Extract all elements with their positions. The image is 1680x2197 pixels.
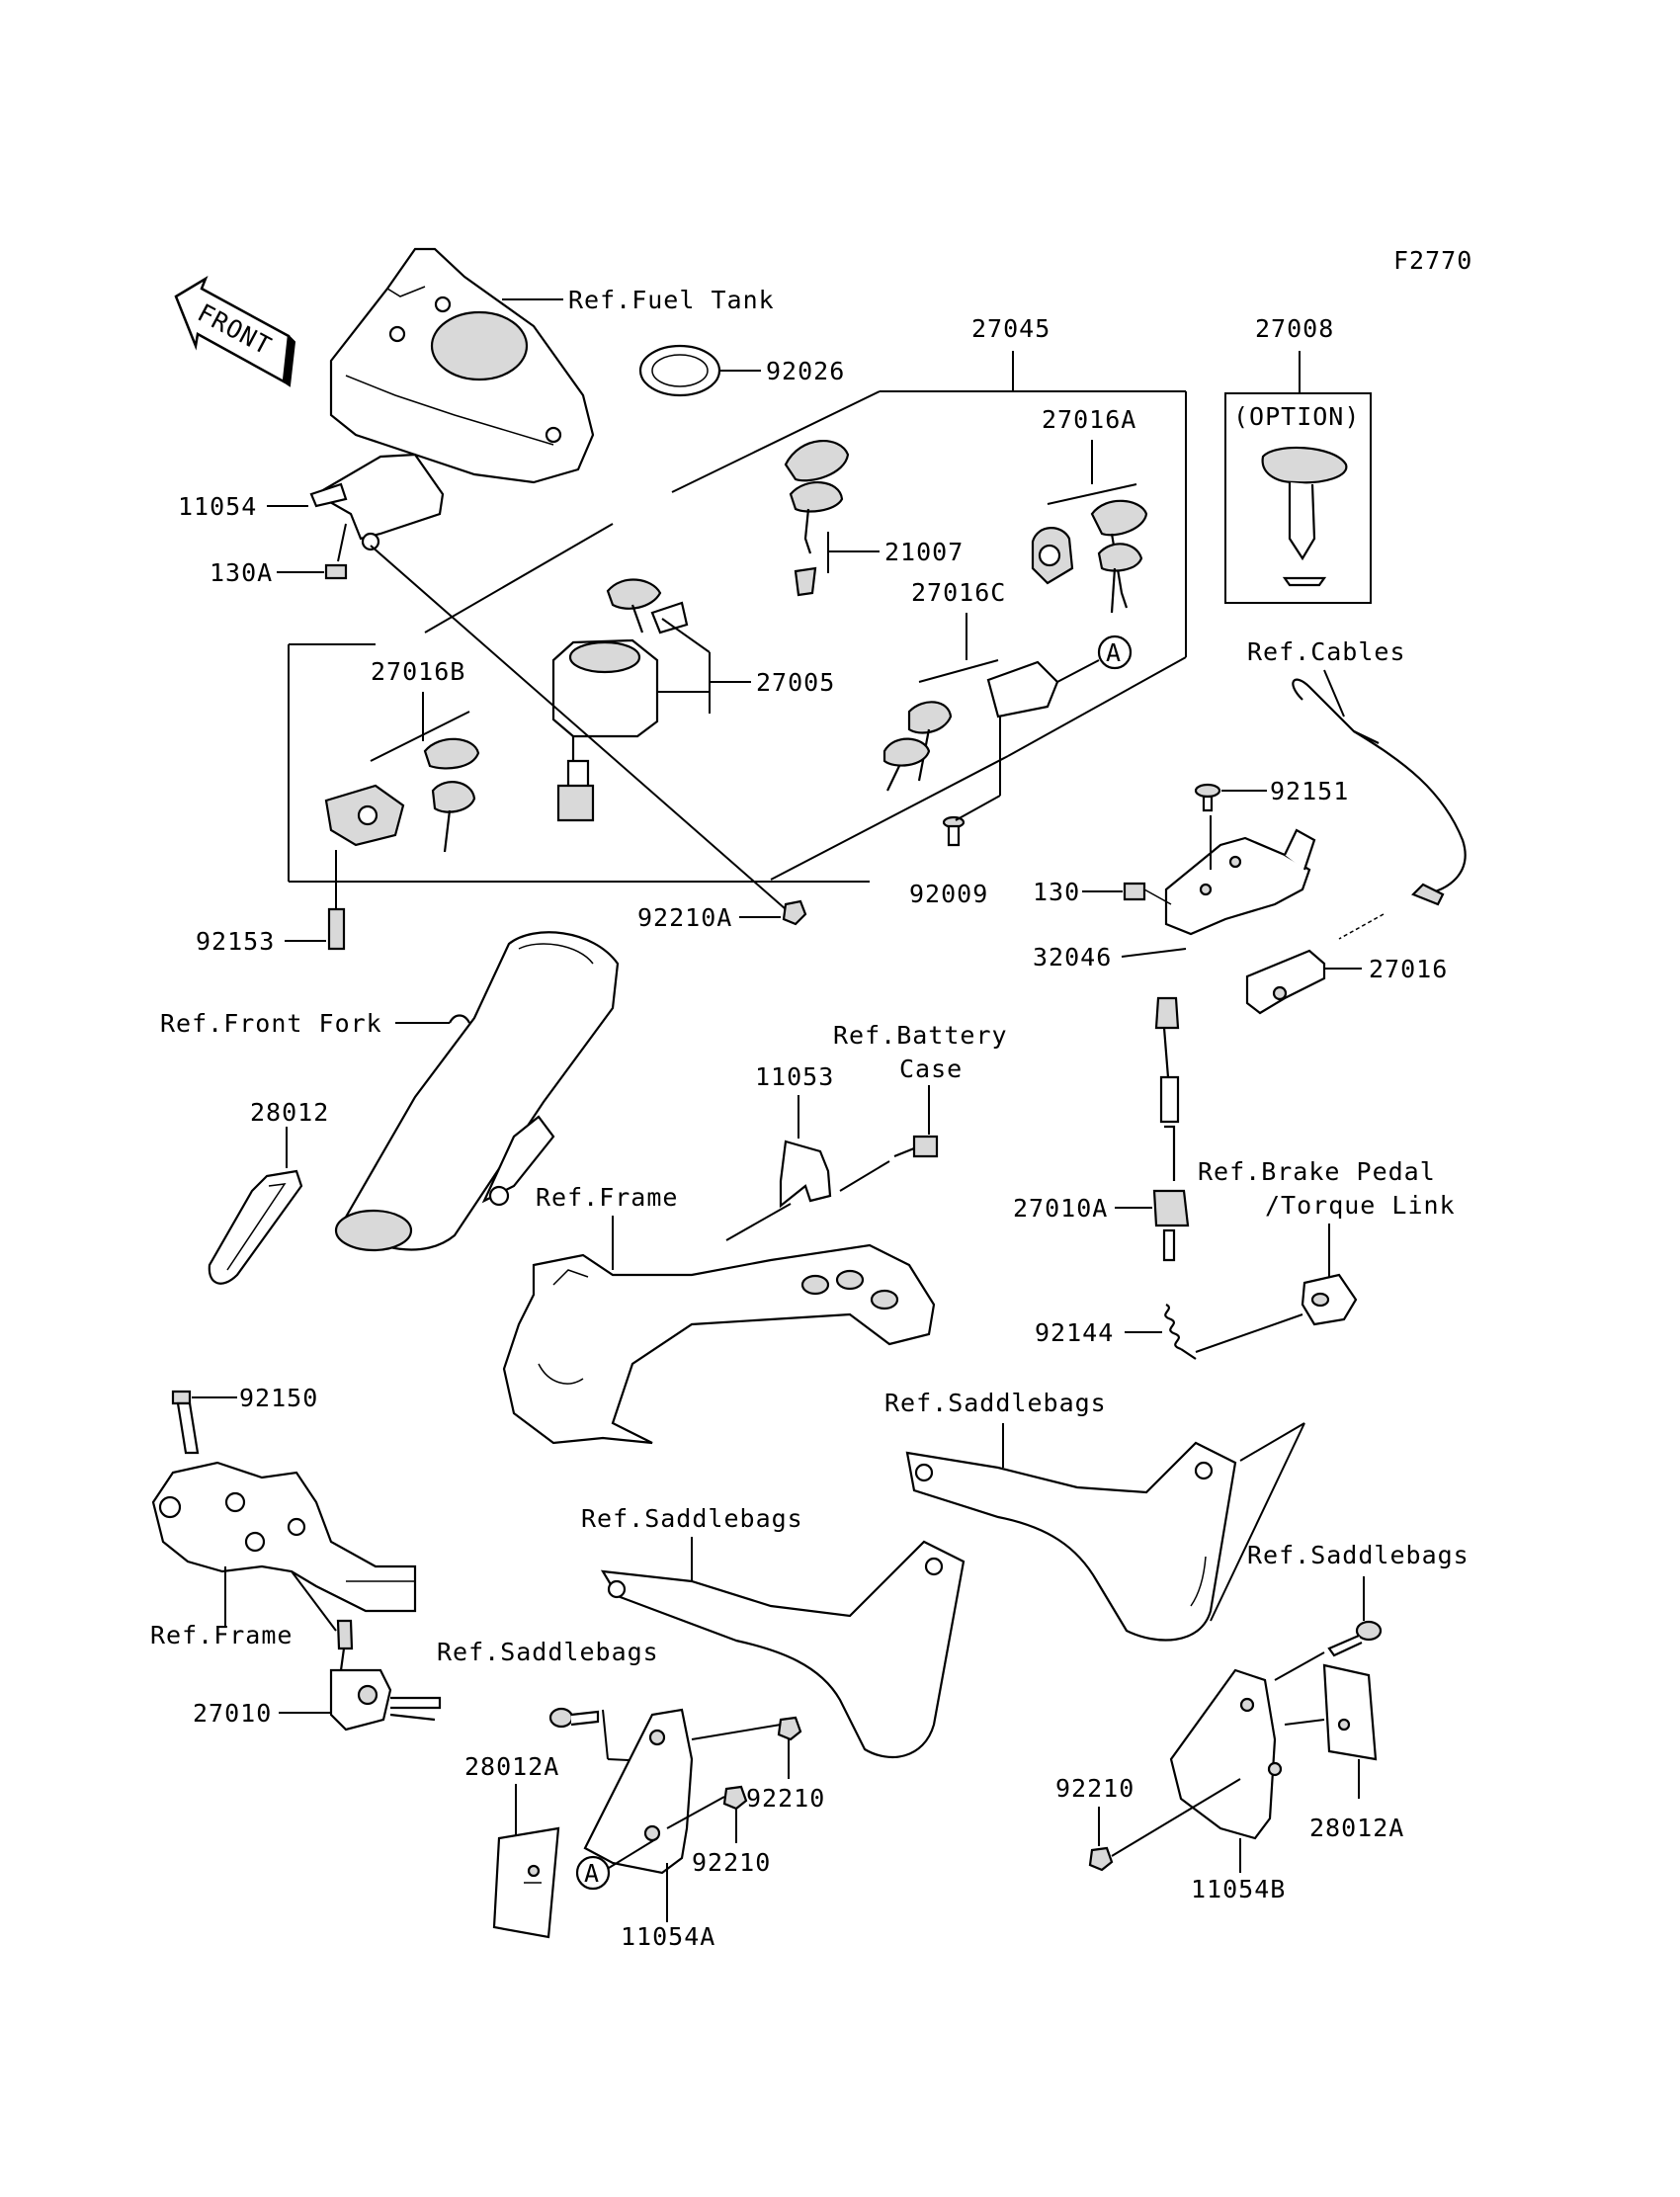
label-ref-frame-2: Ref.Frame (150, 1621, 293, 1649)
label-11054: 11054 (178, 492, 257, 521)
label-ref-saddlebags-1: Ref.Saddlebags (884, 1389, 1107, 1417)
label-11054B: 11054B (1191, 1875, 1286, 1903)
callout-a-top-label: A (1106, 638, 1122, 667)
nut-92210-c-part (1088, 1846, 1114, 1872)
label-ref-brake-pedal-2: /Torque Link (1265, 1191, 1456, 1220)
bracket-11054B-part (1169, 1668, 1283, 1840)
label-92210A: 92210A (637, 903, 732, 932)
screw-92151-part (1194, 783, 1221, 812)
fuel-tank-cover-part (329, 247, 595, 484)
spring-92144-part (1164, 1304, 1197, 1360)
bracket-11054A-part (583, 1708, 694, 1875)
saddlebag-support-middle-reference-part (600, 1540, 966, 1759)
label-130A: 130A (210, 558, 273, 587)
label-28012: 28012 (250, 1098, 329, 1127)
frame-lower-left-reference-part (151, 1461, 417, 1613)
label-ref-frame-1: Ref.Frame (536, 1183, 678, 1212)
callout-a-bottom-label: A (584, 1859, 600, 1888)
label-11054A: 11054A (621, 1922, 715, 1951)
label-ref-cables: Ref.Cables (1247, 637, 1406, 666)
frame-middle-reference-part (502, 1243, 936, 1445)
label-ref-battery-case-2: Case (899, 1055, 963, 1083)
label-ref-saddlebags-4: Ref.Saddlebags (437, 1638, 659, 1666)
bolt-130-part (1123, 882, 1172, 905)
label-92210-a: 92210 (746, 1784, 825, 1813)
bracket-11053-part (779, 1140, 832, 1209)
label-27016: 27016 (1369, 955, 1448, 983)
label-11053: 11053 (755, 1062, 834, 1091)
figure-code: F2770 (1393, 246, 1472, 275)
bracket-11054-part (309, 453, 445, 551)
label-27016C: 27016C (911, 578, 1006, 607)
key-set-27016C-icon (882, 660, 1059, 792)
key-set-27016B-icon (324, 737, 480, 853)
switch-27010A-part (1152, 996, 1190, 1262)
blank-key-27008-icon (1261, 446, 1348, 587)
seat-lock-27016-part (1245, 949, 1326, 1015)
pad-28012A-left-part (492, 1826, 560, 1939)
bolt-saddlebag-left-part (548, 1707, 600, 1729)
saddlebag-support-right-reference-part (905, 1422, 1305, 1642)
label-27010A: 27010A (1013, 1194, 1108, 1223)
key-set-27016A-icon (1031, 499, 1148, 614)
label-27008: 27008 (1255, 314, 1334, 343)
label-27005: 27005 (756, 668, 835, 697)
bolt-130A-part (324, 563, 348, 580)
switch-27010-part (329, 1619, 442, 1732)
label-92210-c: 92210 (1055, 1774, 1134, 1803)
label-92151: 92151 (1270, 777, 1349, 805)
label-ref-saddlebags-3: Ref.Saddlebags (1247, 1541, 1470, 1569)
front-direction-arrow-icon: FRONT (174, 276, 296, 387)
seat-lock-cable-part (1292, 678, 1467, 940)
pad-28012A-right-part (1322, 1663, 1378, 1761)
label-27016B: 27016B (371, 657, 465, 686)
label-21007: 21007 (884, 538, 964, 566)
label-27045: 27045 (971, 314, 1050, 343)
bracket-32046-part (1164, 828, 1316, 936)
label-ref-front-fork: Ref.Front Fork (160, 1009, 382, 1038)
option-label: (OPTION) (1233, 402, 1360, 431)
label-28012A-right: 28012A (1309, 1814, 1404, 1842)
label-32046: 32046 (1033, 943, 1112, 972)
brake-torque-link-reference-part (1301, 1273, 1358, 1326)
label-28012A-left: 28012A (464, 1752, 559, 1781)
label-130: 130 (1033, 878, 1080, 906)
label-ref-fuel-tank: Ref.Fuel Tank (568, 286, 775, 314)
label-92210-b: 92210 (692, 1848, 771, 1877)
nut-92210-b-part (722, 1785, 748, 1811)
nut-92210-a-part (777, 1716, 802, 1741)
label-27010: 27010 (193, 1699, 272, 1728)
pad-28012-part (208, 1169, 303, 1285)
label-ref-brake-pedal-1: Ref.Brake Pedal (1198, 1157, 1436, 1186)
callout-a-bottom (575, 1855, 611, 1891)
label-92153: 92153 (196, 927, 275, 956)
label-92150: 92150 (239, 1384, 318, 1412)
bolt-saddlebag-right-part (1327, 1620, 1383, 1657)
bolt-battery-case-part (893, 1135, 939, 1158)
ignition-switch-27005-part (551, 578, 689, 822)
bolt-92150-part (171, 1390, 200, 1455)
label-92026: 92026 (766, 357, 845, 385)
callout-a-top (1097, 634, 1133, 670)
bolt-92153-part (327, 907, 346, 951)
label-92009: 92009 (909, 880, 988, 908)
label-27016A: 27016A (1042, 405, 1136, 434)
label-92144: 92144 (1035, 1318, 1114, 1347)
screw-92009-part (942, 815, 966, 847)
nut-92210A-part (782, 899, 807, 926)
key-set-21007-icon (784, 440, 850, 597)
label-ref-battery-case-1: Ref.Battery (833, 1021, 1008, 1050)
front-fork-reference-part (334, 931, 620, 1252)
label-ref-saddlebags-2: Ref.Saddlebags (581, 1504, 803, 1533)
